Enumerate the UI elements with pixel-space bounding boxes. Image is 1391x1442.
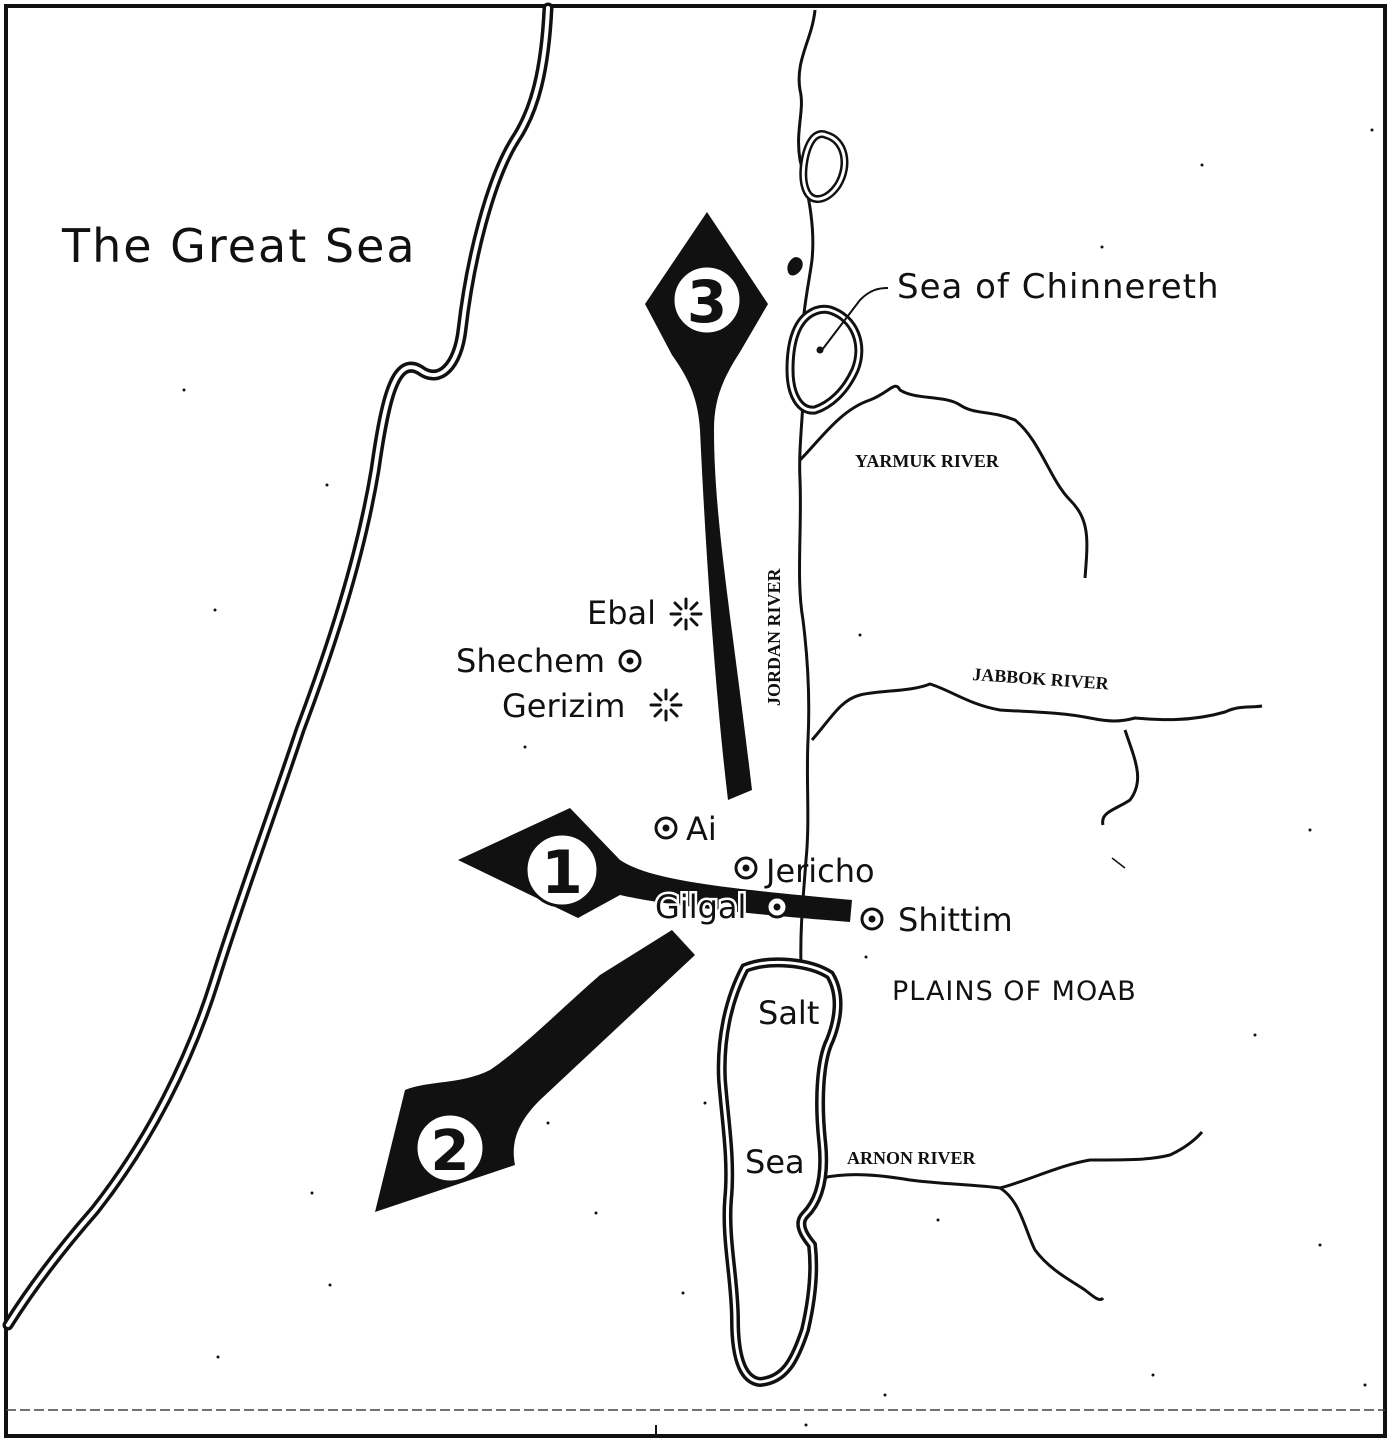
plains-of-moab-label: PLAINS OF MOAB [892,976,1137,1007]
jordan-river [797,9,817,966]
place-ebal: Ebal [587,594,703,632]
circle-dot-icon [618,649,642,673]
map-speck-line [1111,857,1126,869]
great-sea-label: The Great Sea [61,219,417,273]
campaign-1-number: 1 [541,838,583,908]
arnon-river [821,1131,1204,1190]
campaign-2-number: 2 [431,1119,470,1184]
shittim-label: Shittim [898,901,1013,939]
gerizim-label: Gerizim [502,687,625,725]
ai-label: Ai [686,810,717,848]
place-shechem: Shechem [456,642,642,680]
shechem-label: Shechem [456,642,605,680]
arnon-tributary [999,1186,1105,1302]
place-jericho: Jericho [734,852,875,890]
map-specks [182,128,1374,1427]
jordan-river-label: JORDAN RIVER [764,567,784,706]
jabbok-tributary [1101,729,1140,826]
jabbok-river [810,682,1263,742]
upper-lake [799,130,849,203]
sea-of-chinnereth-label: Sea of Chinnereth [897,267,1220,307]
arnon-river-label: ARNON RIVER [847,1148,977,1168]
place-shittim: Shittim [860,901,1013,939]
jericho-label: Jericho [764,852,875,890]
circle-dot-icon [654,816,678,840]
campaign-2-arrow: 2 [375,930,695,1212]
campaign-1-arrow: 1 [458,808,852,922]
yarmuk-river [798,384,1089,579]
campaign-3-arrow: 3 [645,212,768,800]
salt-sea-label-line1: Salt [758,994,819,1032]
place-ai: Ai [654,810,717,848]
sea-of-chinnereth-shape [785,304,864,415]
place-gilgal: Gilgal [653,886,789,929]
circle-dot-icon [860,907,884,931]
salt-sea-shape [716,957,843,1388]
yarmuk-river-label: YARMUK RIVER [855,451,1000,471]
ebal-label: Ebal [587,594,656,632]
chinnereth-leader-line [821,287,889,351]
map-speck [787,257,803,276]
circle-dot-icon [765,895,789,919]
gilgal-label: Gilgal [655,888,746,926]
place-gerizim: Gerizim [502,687,683,725]
campaign-3-number: 3 [687,268,727,336]
salt-sea-label-line2: Sea [745,1143,805,1181]
coastline [2,2,554,1331]
circle-dot-icon [734,856,758,880]
